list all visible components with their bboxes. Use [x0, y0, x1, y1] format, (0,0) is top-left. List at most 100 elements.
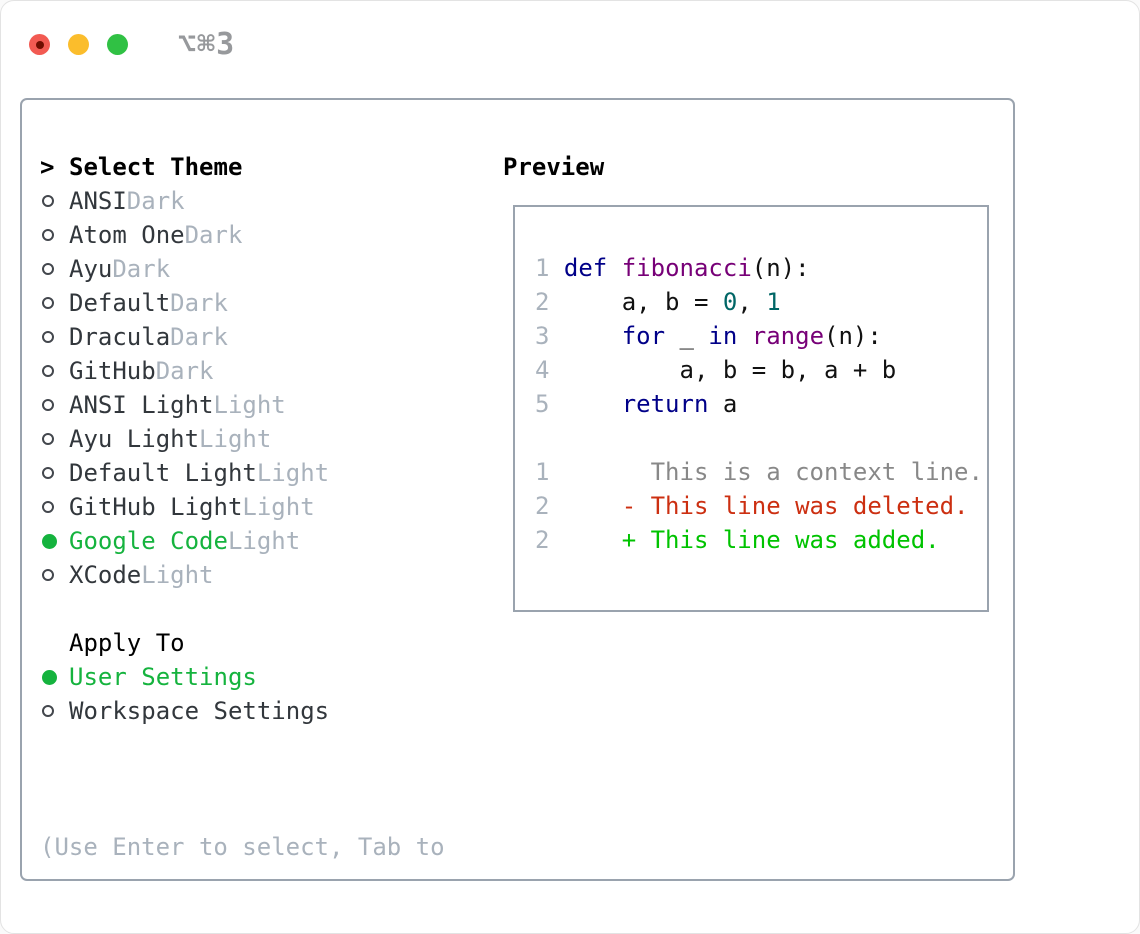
theme-option-ansi-light[interactable]: ANSI Light Light	[40, 388, 445, 422]
radio-icon	[42, 229, 54, 241]
code-token: in	[708, 322, 738, 350]
theme-option-ayu-light[interactable]: Ayu Light Light	[40, 422, 445, 456]
theme-option-ayu[interactable]: Ayu Dark	[40, 252, 445, 286]
theme-option-xcode[interactable]: XCode Light	[40, 558, 445, 592]
code-line-number: 5	[535, 390, 564, 418]
radio-icon	[42, 331, 54, 343]
theme-label: ANSI	[69, 187, 127, 215]
theme-label: Default Light	[69, 459, 257, 487]
spacer	[40, 592, 445, 626]
diff-token: This is a context line.	[563, 458, 983, 486]
diff-token	[564, 492, 622, 520]
theme-label: Ayu	[69, 255, 113, 283]
theme-label: Ayu Light	[69, 425, 200, 453]
diff-line-number: 2	[535, 526, 564, 554]
apply-to-header: Apply To	[40, 626, 445, 660]
select-theme-title: Select Theme	[69, 153, 243, 181]
theme-label: Atom One	[69, 221, 185, 249]
theme-label: XCode	[69, 561, 142, 589]
theme-option-github-light[interactable]: GitHub Light Light	[40, 490, 445, 524]
radio-icon	[42, 263, 54, 275]
radio-icon	[42, 467, 54, 479]
radio-icon	[42, 399, 54, 411]
window-title: ⌥⌘3	[178, 27, 236, 62]
code-token: fibonacci	[621, 254, 752, 282]
code-token: a, b =	[563, 288, 723, 316]
theme-label: Default	[69, 289, 171, 317]
apply-label: User Settings	[69, 663, 257, 691]
code-token: (n):	[824, 322, 882, 350]
titlebar: ⌥⌘3	[29, 27, 235, 62]
theme-variant-badge: Light	[227, 527, 301, 555]
code-token: (n):	[751, 254, 810, 282]
radio-icon	[42, 705, 54, 717]
keyboard-hint: (Use Enter to select, Tab to change focu…	[40, 762, 445, 934]
theme-label: Google Code	[69, 527, 228, 555]
theme-option-default[interactable]: Default Dark	[40, 286, 445, 320]
code-line-number: 4	[535, 356, 564, 384]
theme-variant-badge: Dark	[170, 323, 228, 351]
code-token: def	[563, 254, 608, 282]
minimize-button[interactable]	[68, 34, 89, 55]
code-token	[607, 254, 621, 282]
theme-option-github[interactable]: GitHub Dark	[40, 354, 445, 388]
theme-option-dracula[interactable]: Dracula Dark	[40, 320, 445, 354]
apply-option-workspace-settings[interactable]: Workspace Settings	[40, 694, 445, 728]
theme-label: ANSI Light	[69, 391, 214, 419]
theme-option-google-code[interactable]: Google Code Light	[40, 524, 445, 558]
theme-variant-badge: Dark	[155, 357, 214, 385]
code-token: _	[665, 322, 709, 350]
diff-line-number: 1	[535, 458, 564, 486]
radio-icon	[42, 569, 54, 581]
theme-variant-badge: Dark	[170, 289, 228, 317]
theme-option-default-light[interactable]: Default Light Light	[40, 456, 445, 490]
diff-token	[564, 526, 622, 554]
preview-pane: 1 def fibonacci(n): 2 a, b = 0, 1 3 for …	[513, 205, 989, 612]
preview-code: 1 def fibonacci(n): 2 a, b = 0, 1 3 for …	[515, 207, 987, 557]
apply-to-title: Apply To	[69, 629, 185, 657]
maximize-button[interactable]	[107, 34, 128, 55]
theme-option-atom-one[interactable]: Atom One Dark	[40, 218, 445, 252]
diff-line-number: 2	[535, 492, 564, 520]
theme-label: GitHub Light	[69, 493, 243, 521]
code-token: a	[708, 390, 738, 418]
code-token: 0	[722, 288, 738, 316]
radio-selected-icon	[42, 533, 57, 549]
code-token: for	[621, 322, 666, 350]
theme-label: GitHub	[69, 357, 156, 385]
code-token: a, b = b, a + b	[563, 356, 897, 384]
apply-label: Workspace Settings	[69, 697, 330, 725]
theme-variant-badge: Light	[213, 391, 286, 419]
code-token: return	[621, 390, 709, 418]
radio-icon	[42, 433, 54, 445]
theme-variant-badge: Light	[141, 561, 214, 589]
theme-variant-badge: Dark	[126, 187, 185, 215]
radio-icon	[42, 501, 54, 513]
code-line-number: 2	[535, 288, 564, 316]
radio-icon	[42, 195, 54, 207]
apply-option-user-settings[interactable]: User Settings	[40, 660, 445, 694]
diff-token: - This line was deleted.	[621, 492, 969, 520]
code-token: 1	[766, 288, 781, 316]
theme-label: Dracula	[69, 323, 171, 351]
code-token: ,	[737, 288, 767, 316]
select-theme-header: > Select Theme	[40, 150, 445, 184]
prompt-icon: >	[40, 153, 55, 181]
theme-option-ansi[interactable]: ANSI Dark	[40, 184, 445, 218]
theme-variant-badge: Dark	[184, 221, 243, 249]
close-dot-icon	[35, 40, 44, 49]
code-token	[564, 390, 622, 418]
close-button[interactable]	[29, 34, 50, 55]
theme-variant-badge: Light	[242, 493, 315, 521]
diff-token: + This line was added.	[621, 526, 940, 554]
code-line-number: 3	[535, 322, 564, 350]
code-token: range	[751, 322, 825, 350]
theme-variant-badge: Dark	[112, 255, 171, 283]
radio-icon	[42, 297, 54, 309]
code-line-number: 1	[535, 254, 564, 282]
